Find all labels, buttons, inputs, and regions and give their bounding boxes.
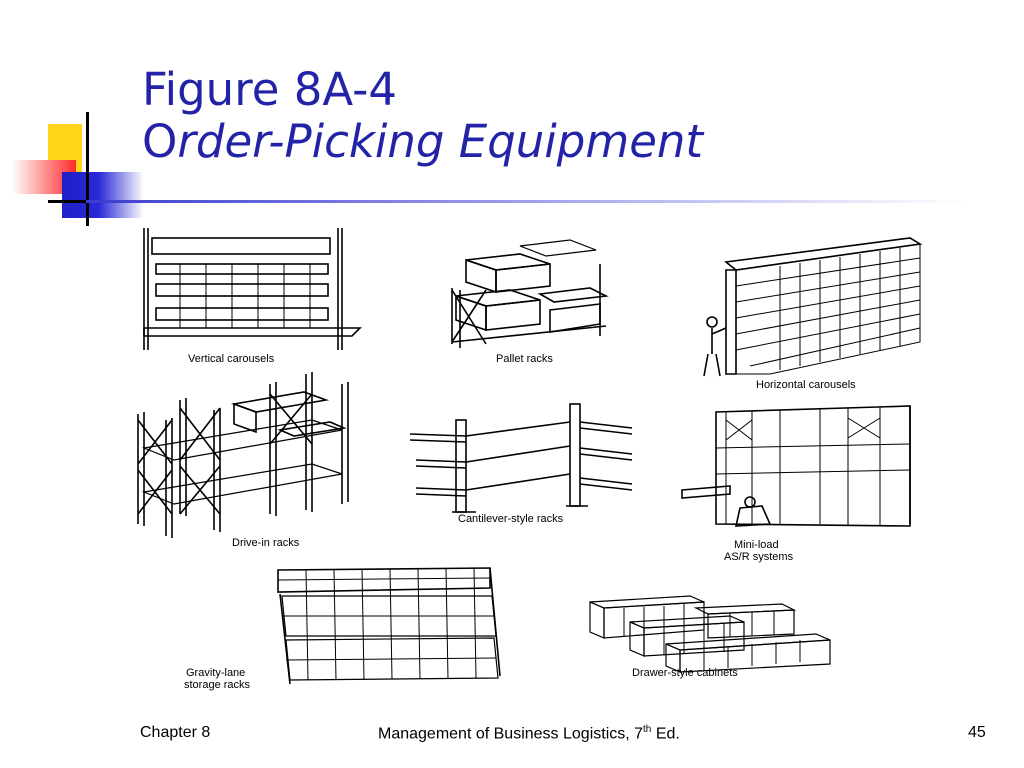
gravity-lane-racks-drawing: Gravity-lane storage racks [184,567,501,691]
order-picking-equipment-illustration: Vertical carousels Pallet racks [137,228,923,691]
cantilever-racks-drawing: Cantilever-style racks [409,403,633,525]
footer-edition-suffix: Ed. [651,725,680,743]
pallet-racks-drawing: Pallet racks [451,239,609,365]
footer-book-title-main: Management of Business Logistics, 7 [378,725,644,743]
label-mini-load-1: Mini-load [734,539,779,551]
vertical-carousels-drawing: Vertical carousels [143,228,362,365]
footer-page-number: 45 [968,724,986,741]
footer-edition-superscript: th [643,724,652,735]
drawer-cabinets-drawing: Drawer-style cabinets [589,595,831,679]
label-drawer-cabinets: Drawer-style cabinets [632,667,738,679]
title-underline-rule [86,200,966,203]
horizontal-carousels-drawing: Horizontal carousels [703,237,923,391]
title-line-1: Figure 8A-4 [142,63,397,116]
label-gravity-lane-2: storage racks [184,679,251,691]
title-line-2-first-letter: O [142,115,178,168]
footer-book-title: Management of Business Logistics, 7th Ed… [378,724,680,743]
slide-title: Figure 8A-4 Order-Picking Equipment [142,64,703,168]
label-drive-in-racks: Drive-in racks [232,537,300,549]
label-horizontal-carousels: Horizontal carousels [756,379,856,391]
title-line-2: Order-Picking Equipment [142,116,703,168]
title-line-2-rest: rder-Picking Equipment [177,115,704,168]
label-pallet-racks: Pallet racks [496,353,553,365]
label-vertical-carousels: Vertical carousels [188,353,275,365]
logo-blue-bar [62,172,144,218]
logo-vertical-line [86,112,89,226]
footer-chapter: Chapter 8 [140,724,211,741]
label-mini-load-2: AS/R systems [724,551,794,563]
mini-load-asr-drawing: Mini-load AS/R systems [681,405,911,563]
label-cantilever-racks: Cantilever-style racks [458,513,564,525]
label-gravity-lane-1: Gravity-lane [186,667,245,679]
drive-in-racks-drawing: Drive-in racks [137,372,349,549]
